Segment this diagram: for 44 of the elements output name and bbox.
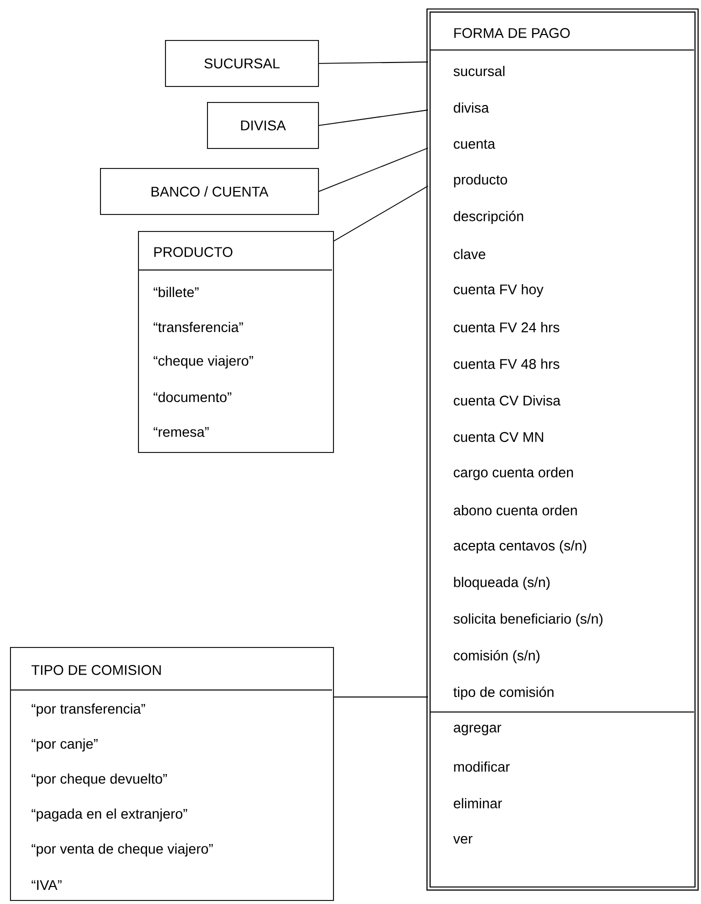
attribute-text: cuenta FV hoy [454, 284, 544, 298]
operation-text: agregar [454, 724, 502, 736]
list-item: “IVA” [32, 880, 62, 890]
attribute-text: cuenta CV MN [454, 432, 544, 442]
list-item: “por venta de cheque viajero” [32, 843, 213, 857]
entity-box: BANCO / CUENTA [100, 168, 319, 215]
attribute-text: bloqueada (s/n) [454, 576, 550, 590]
attribute-text: producto [454, 174, 508, 188]
attribute-text: cuenta FV 48 hrs [454, 358, 560, 369]
attribute-text: cuenta FV 24 hrs [454, 322, 560, 332]
attribute-text: sucursal [454, 66, 504, 76]
list-item: “transferencia” [154, 322, 243, 332]
list-title: PRODUCTO [154, 247, 232, 257]
list-item: “billete” [154, 286, 199, 298]
connector-line [318, 148, 428, 192]
operation-text: ver [453, 836, 472, 844]
attribute-text: cargo cuenta orden [454, 467, 573, 480]
attribute-text: cuenta CV Divisa [454, 395, 561, 406]
attribute-text: acepta centavos (s/n) [454, 540, 586, 554]
connector-line [333, 186, 428, 242]
attribute-text: cuenta [454, 140, 496, 149]
list-item: “remesa” [154, 427, 209, 437]
operation-text: eliminar [454, 798, 502, 808]
attribute-text: tipo de comisión [453, 686, 554, 700]
list-item: “por cheque devuelto” [32, 773, 167, 787]
connector-line [333, 696, 428, 698]
list-title: TIPO DE COMISION [32, 665, 161, 675]
attribute-text: descripción [454, 210, 524, 224]
list-item: “pagada en el extranjero” [32, 808, 188, 822]
attribute-text: abono cuenta orden [454, 505, 577, 516]
attribute-text: solicita beneficiario (s/n) [454, 613, 602, 627]
class-title: FORMA DE PAGO [454, 28, 570, 38]
attribute-text: divisa [454, 102, 489, 113]
list-item: “por transferencia” [32, 703, 146, 717]
list-item: “documento” [154, 392, 232, 402]
connector-line [318, 110, 428, 126]
attribute-text: comisión (s/n) [454, 650, 540, 664]
attribute-text: clave [454, 248, 486, 260]
connector-line [318, 62, 428, 64]
entity-box: SUCURSAL [165, 40, 319, 87]
list-item: “por canje” [32, 738, 98, 752]
entity-box: DIVISA [207, 102, 319, 149]
operation-text: modificar [454, 761, 510, 772]
list-item: “cheque viajero” [154, 355, 254, 369]
